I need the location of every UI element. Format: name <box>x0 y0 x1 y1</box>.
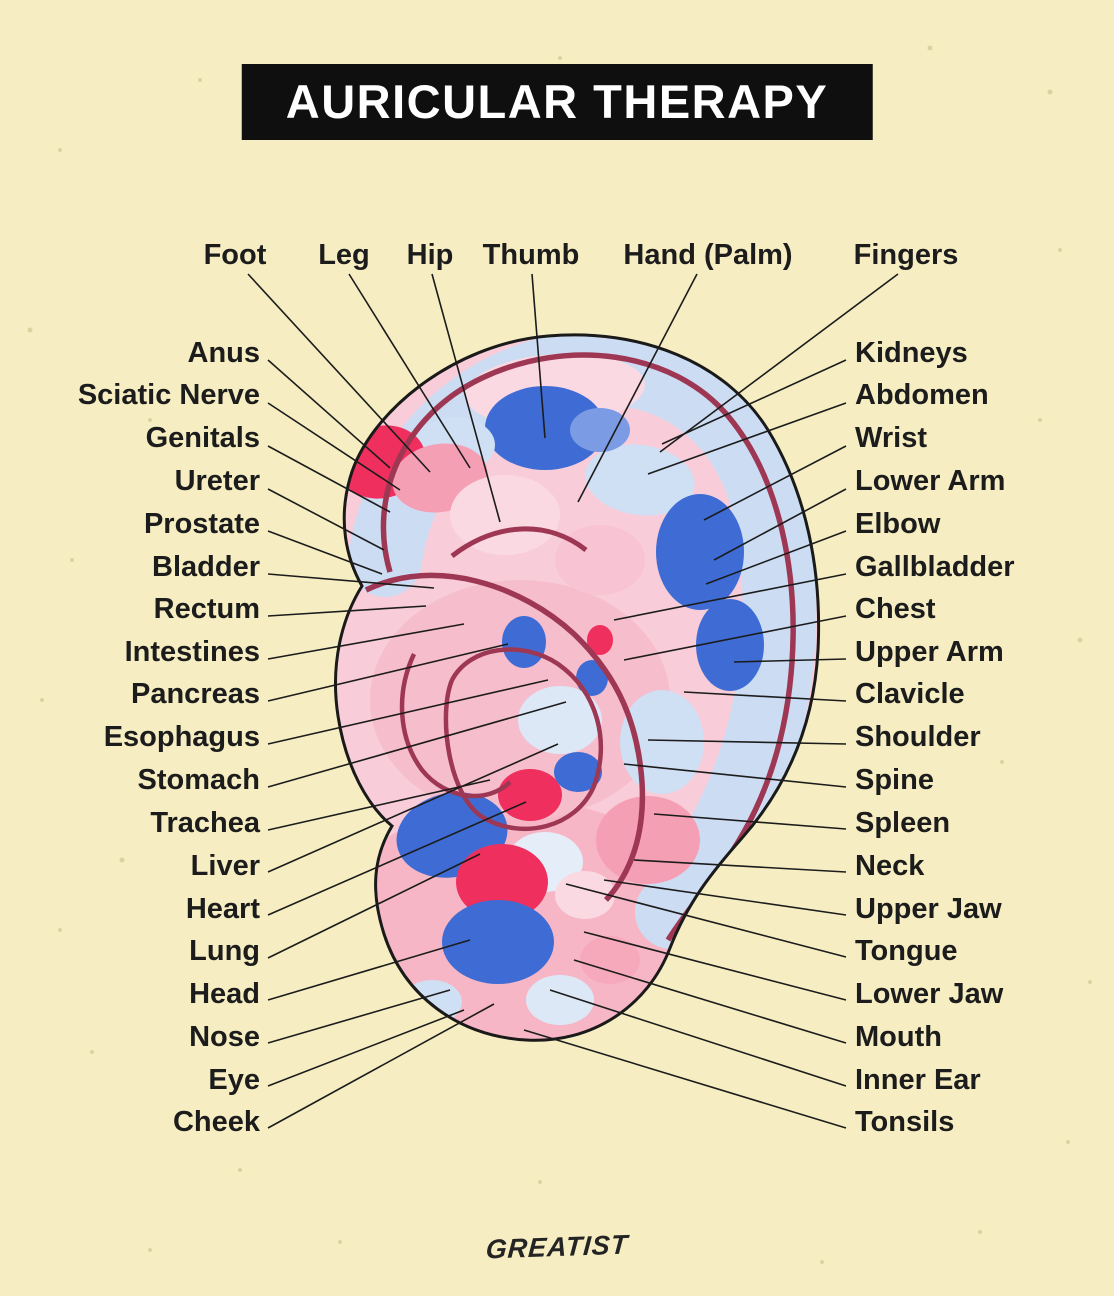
label-elbow: Elbow <box>855 508 941 540</box>
label-tongue: Tongue <box>855 935 958 967</box>
label-mouth: Mouth <box>855 1021 942 1053</box>
label-nose: Nose <box>189 1021 260 1053</box>
page-title: AURICULAR THERAPY <box>285 75 829 128</box>
label-clavicle: Clavicle <box>855 678 965 710</box>
label-genitals: Genitals <box>145 422 260 454</box>
label-hand-palm: Hand (Palm) <box>623 239 793 271</box>
label-shoulder: Shoulder <box>855 721 981 753</box>
label-chest: Chest <box>855 593 936 625</box>
label-thumb: Thumb <box>482 239 580 271</box>
label-ureter: Ureter <box>174 465 260 497</box>
label-cheek: Cheek <box>172 1106 260 1138</box>
label-lung: Lung <box>189 935 260 967</box>
label-hip: Hip <box>406 239 454 271</box>
label-kidneys: Kidneys <box>855 337 968 369</box>
label-abdomen: Abdomen <box>855 379 989 411</box>
greatist-logo: GREATIST <box>484 1229 630 1265</box>
label-lower-arm: Lower Arm <box>855 465 1006 497</box>
label-eye: Eye <box>208 1064 260 1096</box>
label-spine: Spine <box>855 764 934 796</box>
label-upper-jaw: Upper Jaw <box>855 893 1002 925</box>
label-fingers: Fingers <box>853 239 959 271</box>
label-pancreas: Pancreas <box>131 678 260 710</box>
label-spleen: Spleen <box>855 807 951 839</box>
label-heart: Heart <box>185 893 260 925</box>
label-rectum: Rectum <box>153 593 260 625</box>
leader-lines <box>247 273 899 1129</box>
label-wrist: Wrist <box>855 422 927 454</box>
label-leg: Leg <box>318 239 370 271</box>
label-prostate: Prostate <box>143 508 260 540</box>
label-bladder: Bladder <box>152 551 260 583</box>
label-upper-arm: Upper Arm <box>855 636 1004 668</box>
title-banner: AURICULAR THERAPY <box>241 64 873 140</box>
label-lower-jaw: Lower Jaw <box>855 978 1004 1010</box>
background-speckles <box>27 45 1092 1264</box>
label-gallbladder: Gallbladder <box>855 551 1015 583</box>
label-tonsils: Tonsils <box>855 1106 955 1138</box>
label-esophagus: Esophagus <box>103 721 260 753</box>
label-intestines: Intestines <box>124 636 260 668</box>
label-head: Head <box>189 978 260 1010</box>
label-stomach: Stomach <box>137 764 260 796</box>
label-foot: Foot <box>203 239 267 271</box>
label-anus: Anus <box>187 337 261 369</box>
label-sciatic-nerve: Sciatic Nerve <box>77 379 260 411</box>
label-neck: Neck <box>855 850 925 882</box>
label-liver: Liver <box>190 850 260 882</box>
ear-illustration <box>334 333 821 1042</box>
label-trachea: Trachea <box>150 807 260 839</box>
label-inner-ear: Inner Ear <box>855 1064 981 1096</box>
